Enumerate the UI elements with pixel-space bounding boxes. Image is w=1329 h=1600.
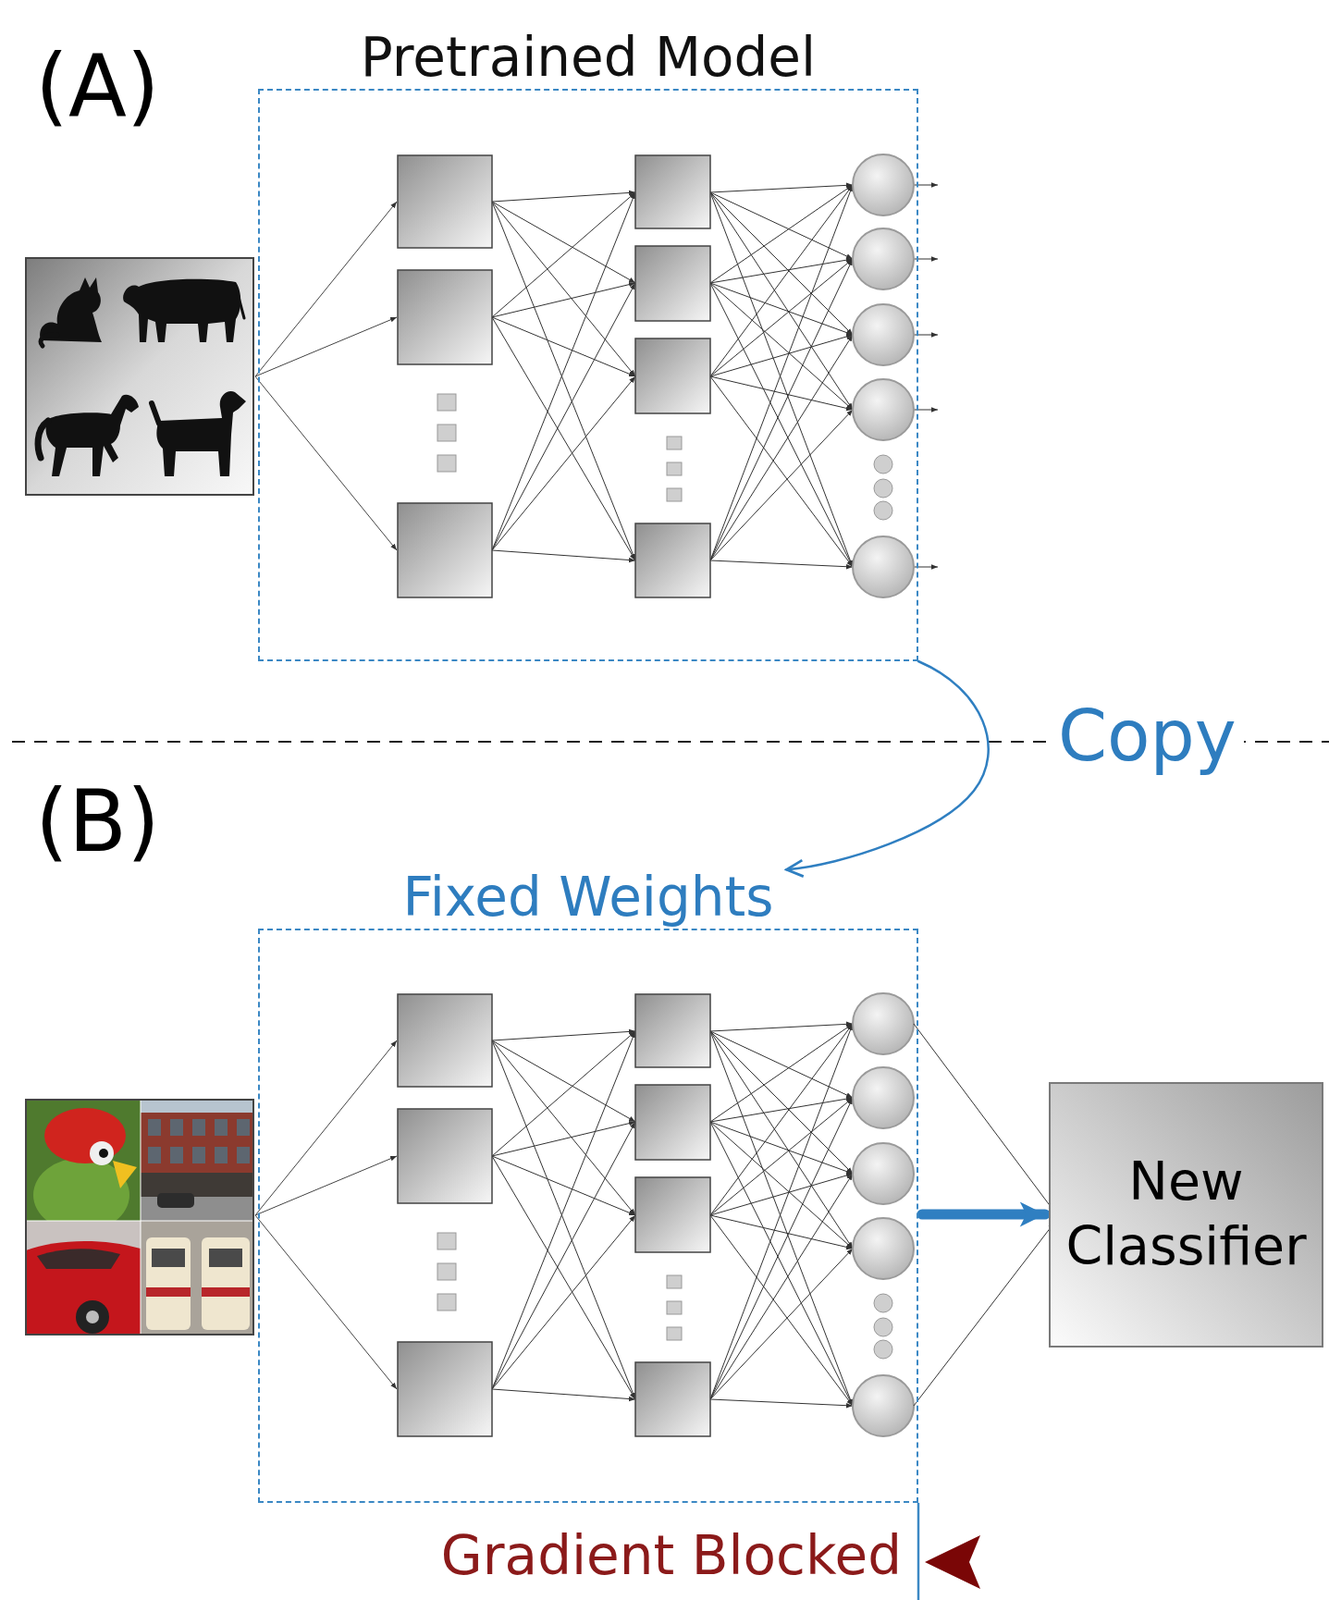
animal-image xyxy=(40,334,58,346)
photo-image xyxy=(192,1119,206,1136)
network-b xyxy=(255,993,914,1437)
photo-image xyxy=(146,1237,191,1330)
copy-arrow xyxy=(787,661,989,870)
photo-image xyxy=(25,1099,254,1335)
photo-image xyxy=(140,1099,142,1335)
animal-image xyxy=(25,258,254,495)
photo-image xyxy=(236,1146,250,1164)
panel-letter: (A) xyxy=(35,39,160,134)
box-label: New Classifier xyxy=(1061,1149,1311,1279)
animal-image xyxy=(39,277,247,477)
gradient-barrier xyxy=(917,1502,921,1600)
animal-image xyxy=(37,286,245,458)
photo-image xyxy=(147,1119,250,1164)
animal-image xyxy=(37,420,49,458)
animal-image xyxy=(45,394,139,477)
photo-image xyxy=(201,1237,250,1330)
photo-image xyxy=(89,1141,114,1166)
photo-image xyxy=(36,1248,121,1269)
classifier-inputs xyxy=(913,1023,1055,1212)
photo-image xyxy=(147,1119,161,1136)
photo-image xyxy=(25,1241,141,1335)
photo-image xyxy=(112,1160,137,1189)
photo-image xyxy=(236,1119,250,1136)
photo-image xyxy=(98,1148,109,1158)
animal-image xyxy=(235,286,245,319)
photo-image xyxy=(214,1119,228,1136)
photo-image xyxy=(25,1220,141,1335)
photo-image xyxy=(25,1220,254,1222)
gradient-note: Gradient Blocked xyxy=(441,1526,902,1587)
gradient-arrow xyxy=(924,1535,1269,1589)
photo-image xyxy=(140,1099,254,1113)
network-a xyxy=(255,154,914,598)
photo-image xyxy=(201,1287,250,1297)
photo-image xyxy=(170,1119,184,1136)
classifier-inputs xyxy=(913,1023,1055,1406)
photo-image xyxy=(151,1248,185,1268)
gradient-arrow xyxy=(963,1551,1269,1573)
flow-arrow xyxy=(922,1209,1046,1220)
panel-letter: (B) xyxy=(35,775,160,869)
animal-image xyxy=(25,258,254,495)
model-frame: Pretrained Model xyxy=(258,88,919,662)
edge-label: Copy xyxy=(1050,697,1244,776)
photo-image xyxy=(86,1310,99,1324)
frame-heading: Pretrained Model xyxy=(204,26,973,89)
animal-image xyxy=(156,391,247,477)
frame-heading: Fixed Weights xyxy=(204,866,973,929)
photo-image xyxy=(170,1146,184,1164)
classifier-inputs xyxy=(913,1222,1055,1406)
classifier-box: New Classifier xyxy=(1048,1082,1324,1348)
model-frame: Fixed Weights xyxy=(258,928,919,1503)
photo-image xyxy=(140,1220,254,1335)
photo-image xyxy=(25,1099,254,1335)
photo-image xyxy=(140,1099,254,1221)
photo-image xyxy=(140,1172,254,1197)
gradient-arrow xyxy=(924,1535,981,1589)
photo-image xyxy=(75,1300,110,1334)
photo-image xyxy=(192,1146,206,1164)
photo-image xyxy=(147,1146,161,1164)
photo-image xyxy=(146,1287,191,1297)
animal-image xyxy=(151,403,160,424)
photo-image xyxy=(209,1248,243,1268)
photo-image xyxy=(157,1193,195,1208)
animal-image xyxy=(123,279,241,343)
photo-image xyxy=(214,1146,228,1164)
